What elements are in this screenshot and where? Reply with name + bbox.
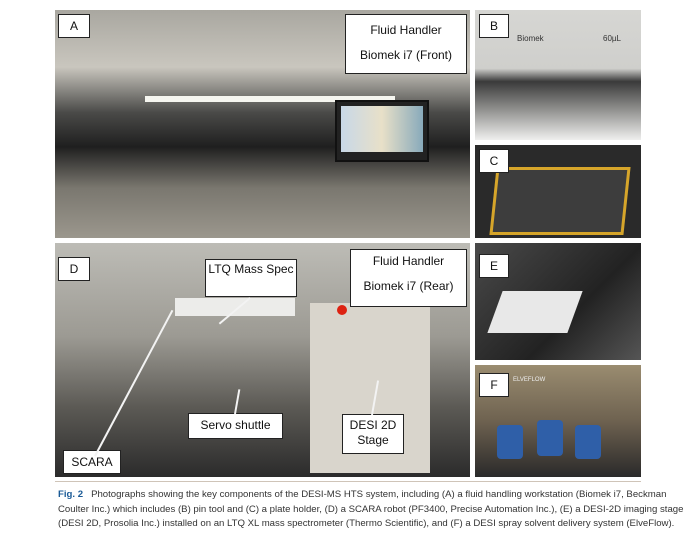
vial [537, 420, 563, 456]
label-line: Stage [357, 433, 389, 447]
fluid-handler-rear-label: Fluid Handler Biomek i7 (Rear) [350, 249, 467, 307]
elveflow-brand: ELVEFLOW [513, 377, 546, 383]
title-line: Biomek i7 (Front) [359, 48, 453, 62]
biomek-brand: Biomek [517, 34, 544, 43]
scara-label: SCARA [63, 450, 121, 474]
caption-label: Fig. 2 [58, 489, 84, 500]
panel-b-letter: B [479, 14, 509, 38]
panel-c-letter: C [479, 149, 509, 173]
volume-label: 60µL [603, 34, 621, 43]
desi-stage-label: DESI 2D Stage [342, 414, 404, 454]
panel-a-letter: A [58, 14, 90, 38]
vial [497, 425, 523, 459]
ltq-label: LTQ Mass Spec [205, 259, 297, 297]
light-bar [145, 96, 395, 102]
label-line: Biomek i7 (Rear) [363, 279, 454, 293]
caption-divider [55, 481, 641, 482]
panel-b-photo: Biomek 60µL [475, 10, 641, 140]
ltq-label-text: LTQ Mass Spec [208, 262, 294, 276]
caption-text: Photographs showing the key components o… [58, 489, 684, 529]
label-line: DESI 2D [349, 418, 397, 432]
imaging-stage [487, 291, 583, 333]
panel-d-letter: D [58, 257, 90, 281]
red-button [337, 305, 347, 315]
panel-f-letter: F [479, 373, 509, 397]
figure-caption: Fig. 2 Photographs showing the key compo… [58, 488, 688, 532]
scara-label-text: SCARA [71, 455, 113, 469]
panel-e-letter: E [479, 254, 509, 278]
plate-holder [489, 167, 631, 235]
monitor [335, 100, 429, 162]
panel-a-title: Fluid Handler Biomek i7 (Front) [345, 14, 467, 74]
label-line: Fluid Handler [372, 254, 445, 268]
servo-label-text: Servo shuttle [200, 418, 271, 432]
servo-shuttle-label: Servo shuttle [188, 413, 283, 439]
scara-arm [175, 298, 295, 316]
vial [575, 425, 601, 459]
title-line: Fluid Handler [370, 23, 442, 37]
